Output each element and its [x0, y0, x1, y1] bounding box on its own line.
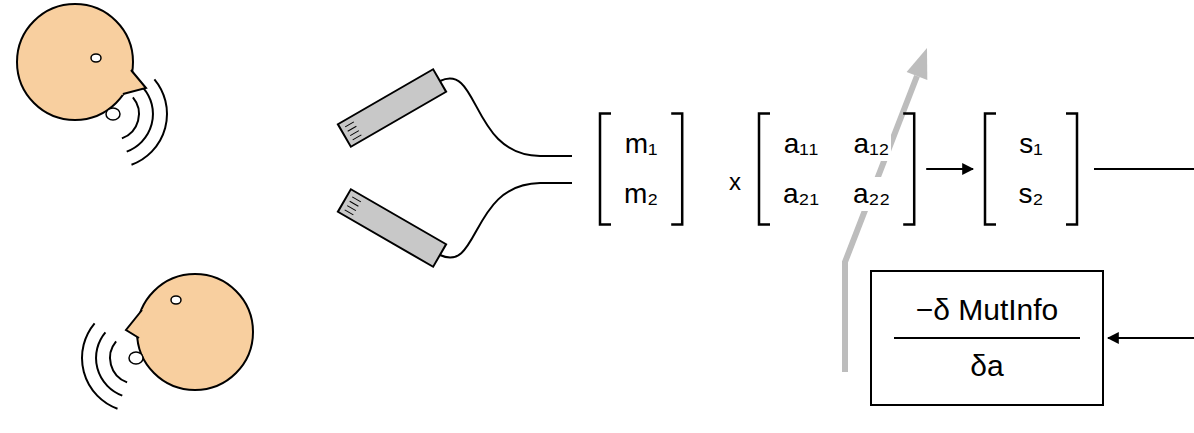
output-line: [1094, 168, 1194, 170]
microphone-grille: [347, 206, 356, 211]
left-bracket: [759, 114, 770, 225]
microphone-grille: [352, 197, 361, 202]
microphone-grille: [348, 126, 357, 131]
microphone-grille: [353, 135, 362, 140]
microphone: [338, 189, 446, 267]
microphone-wire: [440, 183, 572, 258]
left-bracket: [985, 114, 996, 225]
speaker-head: [82, 274, 253, 409]
matrix-entry: a₁₂: [852, 127, 892, 161]
microphone-grille: [350, 131, 359, 136]
nose-outline: [123, 70, 146, 94]
speaker-head: [17, 4, 167, 165]
microphone: [338, 69, 446, 147]
sound-wave: [96, 332, 122, 395]
microphone-body: [338, 189, 446, 267]
input-vector: m₁ m₂: [598, 112, 684, 226]
nose-outline: [126, 310, 142, 338]
feedback-arrow: [1108, 337, 1194, 339]
microphone-grille: [345, 122, 354, 127]
sound-wave: [82, 323, 117, 408]
sound-wave: [132, 79, 167, 164]
left-bracket: [600, 114, 611, 225]
head-outline: [137, 274, 253, 390]
matrix-entry: a₂₂: [851, 177, 892, 211]
sound-wave: [122, 97, 139, 138]
update-arrowhead: [907, 48, 928, 80]
times-sign: x: [729, 168, 741, 197]
mouth: [106, 108, 120, 120]
matrix-entry: m₁: [623, 127, 660, 161]
matrix-entry: s₂: [1017, 177, 1046, 211]
fraction-term: δa: [968, 348, 1005, 384]
gradient-box: −δ MutInfo δa: [870, 270, 1104, 406]
microphone-wire: [440, 78, 572, 156]
eye: [171, 296, 181, 304]
unmixing-matrix: a₁₁ a₁₂ a₂₁ a₂₂: [757, 112, 916, 226]
matrix-entry: a₂₁: [781, 177, 821, 211]
head-outline: [17, 4, 133, 120]
arrow-connector: [926, 168, 973, 170]
sound-wave: [127, 88, 153, 151]
microphone-grille: [345, 210, 354, 215]
matrix-entry: a₁₁: [782, 127, 820, 161]
fraction-bar: [894, 337, 1080, 339]
right-bracket: [1066, 114, 1077, 225]
output-vector: s₁ s₂: [983, 112, 1079, 226]
microphone-grille: [350, 201, 359, 206]
right-bracket: [671, 114, 682, 225]
eye: [91, 54, 101, 62]
mouth: [129, 352, 143, 364]
fraction-term: −δ MutInfo: [914, 292, 1061, 328]
microphone-body: [338, 69, 446, 147]
nose-fill: [126, 309, 143, 339]
nose-fill: [122, 69, 146, 95]
matrix-entry: s₁: [1017, 127, 1044, 161]
matrix-entry: m₂: [622, 177, 660, 211]
right-bracket: [903, 114, 914, 225]
sound-wave: [110, 341, 127, 382]
